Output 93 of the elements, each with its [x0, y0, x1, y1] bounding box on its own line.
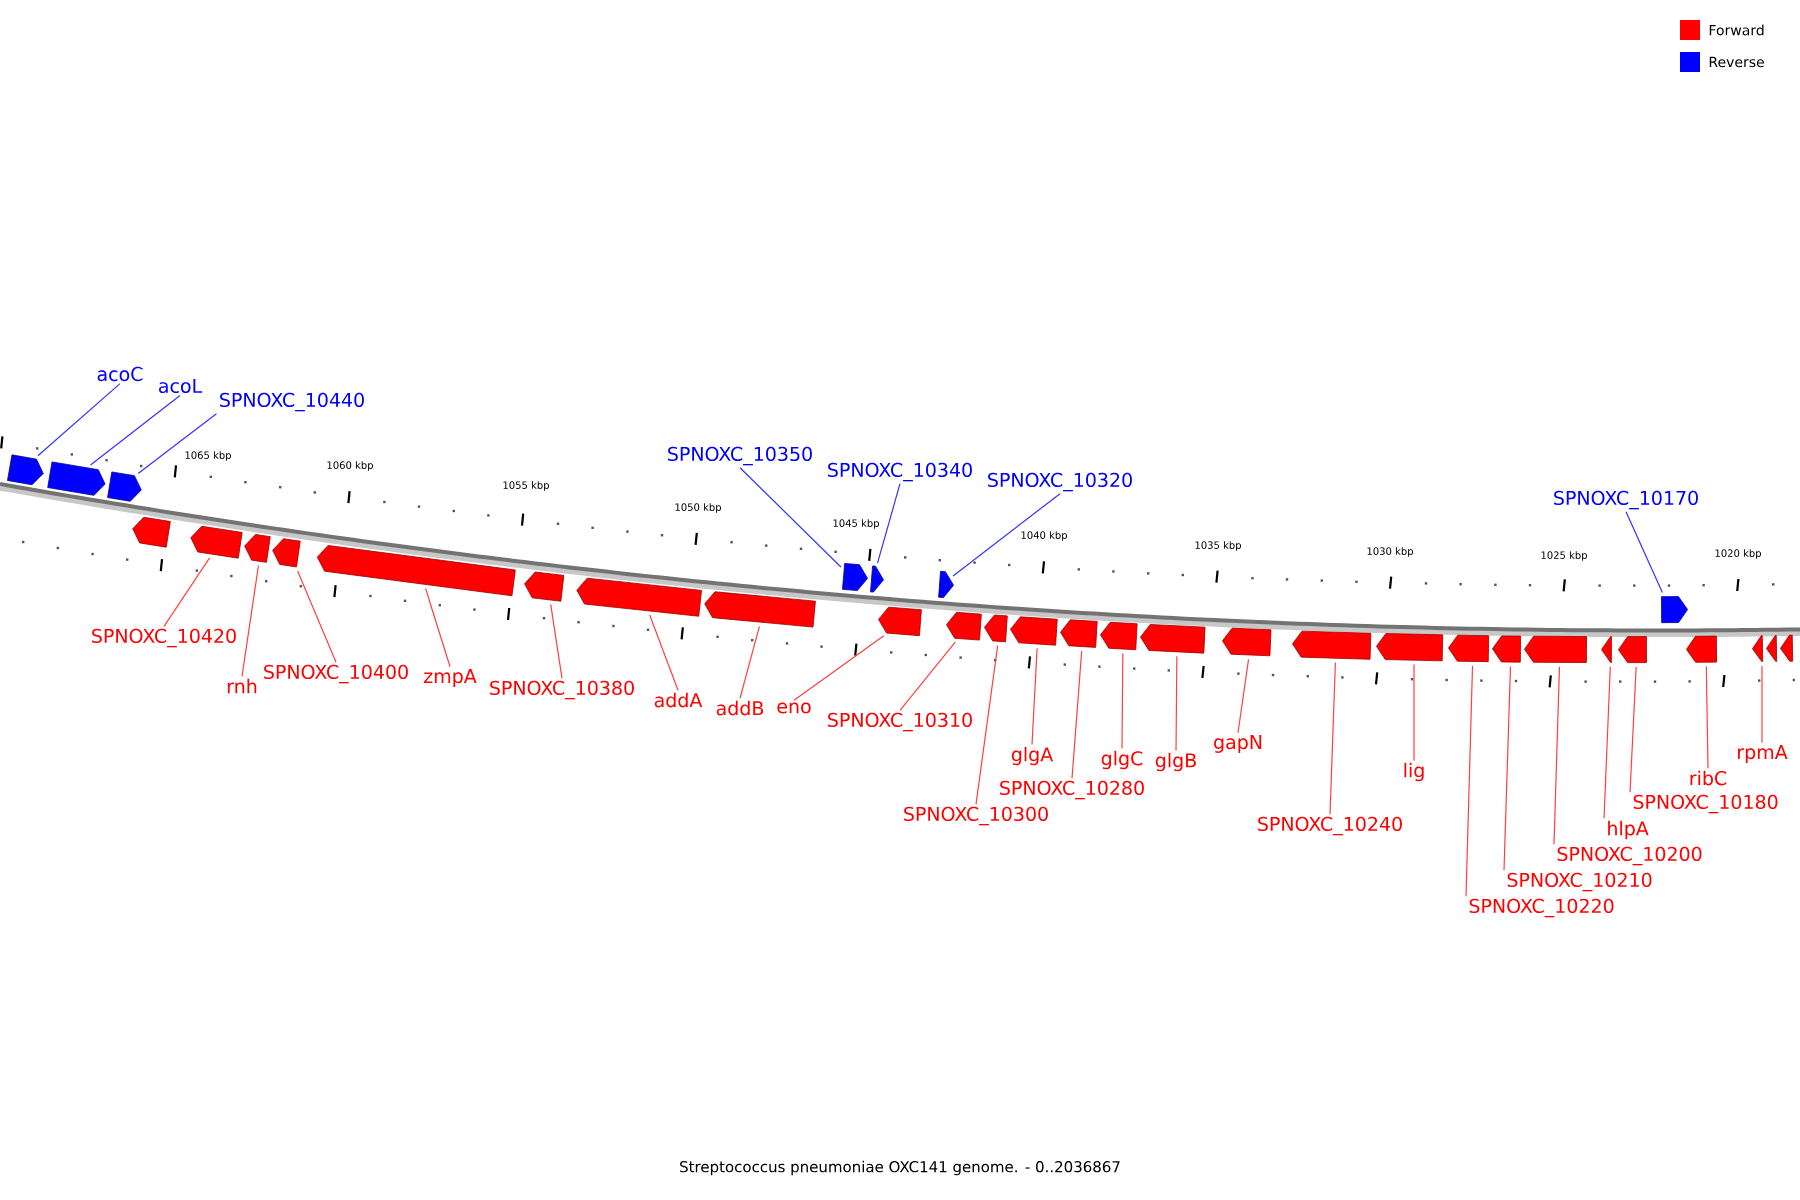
gene-label: addA — [654, 692, 703, 708]
leader-line — [137, 413, 218, 475]
gene-block — [272, 538, 301, 568]
gene-label: SPNOXC_10220 — [1469, 898, 1614, 918]
gene-block — [132, 516, 171, 548]
gene-block — [1780, 634, 1794, 662]
leader-line — [899, 641, 956, 711]
gene-block — [316, 545, 516, 597]
leader-line — [1761, 665, 1763, 744]
gene-label: lig — [1404, 762, 1424, 782]
gene-block — [842, 563, 868, 591]
gene-label: ribC — [1690, 770, 1727, 786]
gene-label: acoL — [159, 378, 203, 394]
gene-block — [524, 571, 565, 602]
leader-line — [297, 570, 337, 663]
gene-label: SPNOXC_10240 — [1258, 816, 1402, 836]
leader-line — [1175, 655, 1178, 751]
gene-block — [878, 606, 922, 637]
leader-line — [1705, 666, 1709, 769]
gene-label: SPNOXC_10180 — [1633, 794, 1778, 814]
gene-label: SPNOXC_10440 — [220, 392, 364, 412]
leader-line — [1071, 650, 1083, 779]
leader-line — [1237, 658, 1250, 734]
gene-label: zmpA — [424, 669, 477, 687]
gene-label: hlpA — [1608, 820, 1649, 840]
gene-block — [1292, 630, 1372, 660]
gene-block — [576, 577, 702, 617]
gene-label: SPNOXC_10340 — [828, 462, 972, 482]
leader-line — [1503, 665, 1512, 871]
gene-block — [7, 454, 44, 486]
gene-label: SPNOXC_10210 — [1507, 872, 1652, 892]
leader-line — [739, 467, 842, 568]
gene-block — [1222, 627, 1272, 657]
leader-line — [1465, 665, 1474, 897]
gene-label: SPNOXC_10380 — [490, 680, 634, 700]
gene-label: rpmA — [1738, 745, 1788, 763]
leader-line — [975, 645, 999, 805]
gene-label: SPNOXC_10350 — [668, 446, 812, 466]
leader-line — [793, 635, 885, 701]
leader-line — [1603, 666, 1611, 819]
gene-block — [704, 591, 816, 628]
leader-line — [1629, 666, 1637, 793]
gene-label: glgC — [1101, 750, 1143, 770]
gene-block — [938, 570, 954, 598]
gene-block — [1376, 633, 1444, 662]
gene-label: SPNOXC_10170 — [1554, 490, 1698, 510]
gene-label: gapN — [1214, 735, 1262, 753]
leader-line — [163, 557, 211, 627]
leader-line — [1625, 511, 1663, 594]
leader-line — [550, 603, 563, 679]
gene-label: SPNOXC_10200 — [1557, 846, 1702, 866]
gene-label: glgA — [1011, 746, 1054, 766]
gene-block — [1060, 619, 1098, 648]
gene-block — [1492, 635, 1521, 663]
gene-block — [1686, 635, 1717, 663]
gene-block — [946, 611, 982, 641]
gene-label: addB — [716, 700, 764, 716]
gene-label: SPNOXC_10320 — [988, 472, 1132, 492]
leader-line — [1553, 666, 1561, 845]
gene-label: SPNOXC_10400 — [264, 664, 408, 684]
leader-line — [952, 493, 1061, 577]
gene-block — [984, 614, 1008, 643]
gene-block — [244, 534, 271, 563]
gene-block — [1661, 596, 1688, 624]
gene-block — [47, 461, 106, 496]
gene-block — [1752, 635, 1764, 662]
gene-block — [1618, 636, 1647, 663]
leader-line — [425, 587, 451, 668]
gene-block — [1448, 634, 1490, 663]
gene-label: SPNOXC_10310 — [828, 712, 972, 732]
gene-label: acoC — [97, 366, 143, 382]
gene-label: eno — [777, 702, 811, 714]
leader-line — [89, 394, 181, 466]
leader-line — [37, 383, 121, 457]
gene-block — [1601, 636, 1612, 663]
gene-label: SPNOXC_10280 — [1000, 780, 1144, 800]
gene-label: SPNOXC_10420 — [92, 628, 236, 648]
gene-block — [1140, 624, 1206, 654]
gene-label: glgB — [1155, 752, 1196, 772]
leader-line — [649, 614, 679, 691]
gene-label: rnh — [227, 678, 257, 694]
leader-line — [1329, 662, 1336, 815]
gene-block — [107, 471, 142, 502]
leader-line — [739, 625, 760, 699]
leader-line — [1031, 647, 1038, 745]
gene-block — [1766, 635, 1778, 662]
gene-block — [870, 565, 884, 593]
gene-block — [1100, 621, 1138, 651]
leader-line — [241, 565, 260, 677]
leader-line — [1121, 652, 1124, 749]
gene-label: SPNOXC_10300 — [904, 806, 1048, 826]
leader-line — [1413, 664, 1415, 761]
leader-line — [876, 483, 901, 564]
